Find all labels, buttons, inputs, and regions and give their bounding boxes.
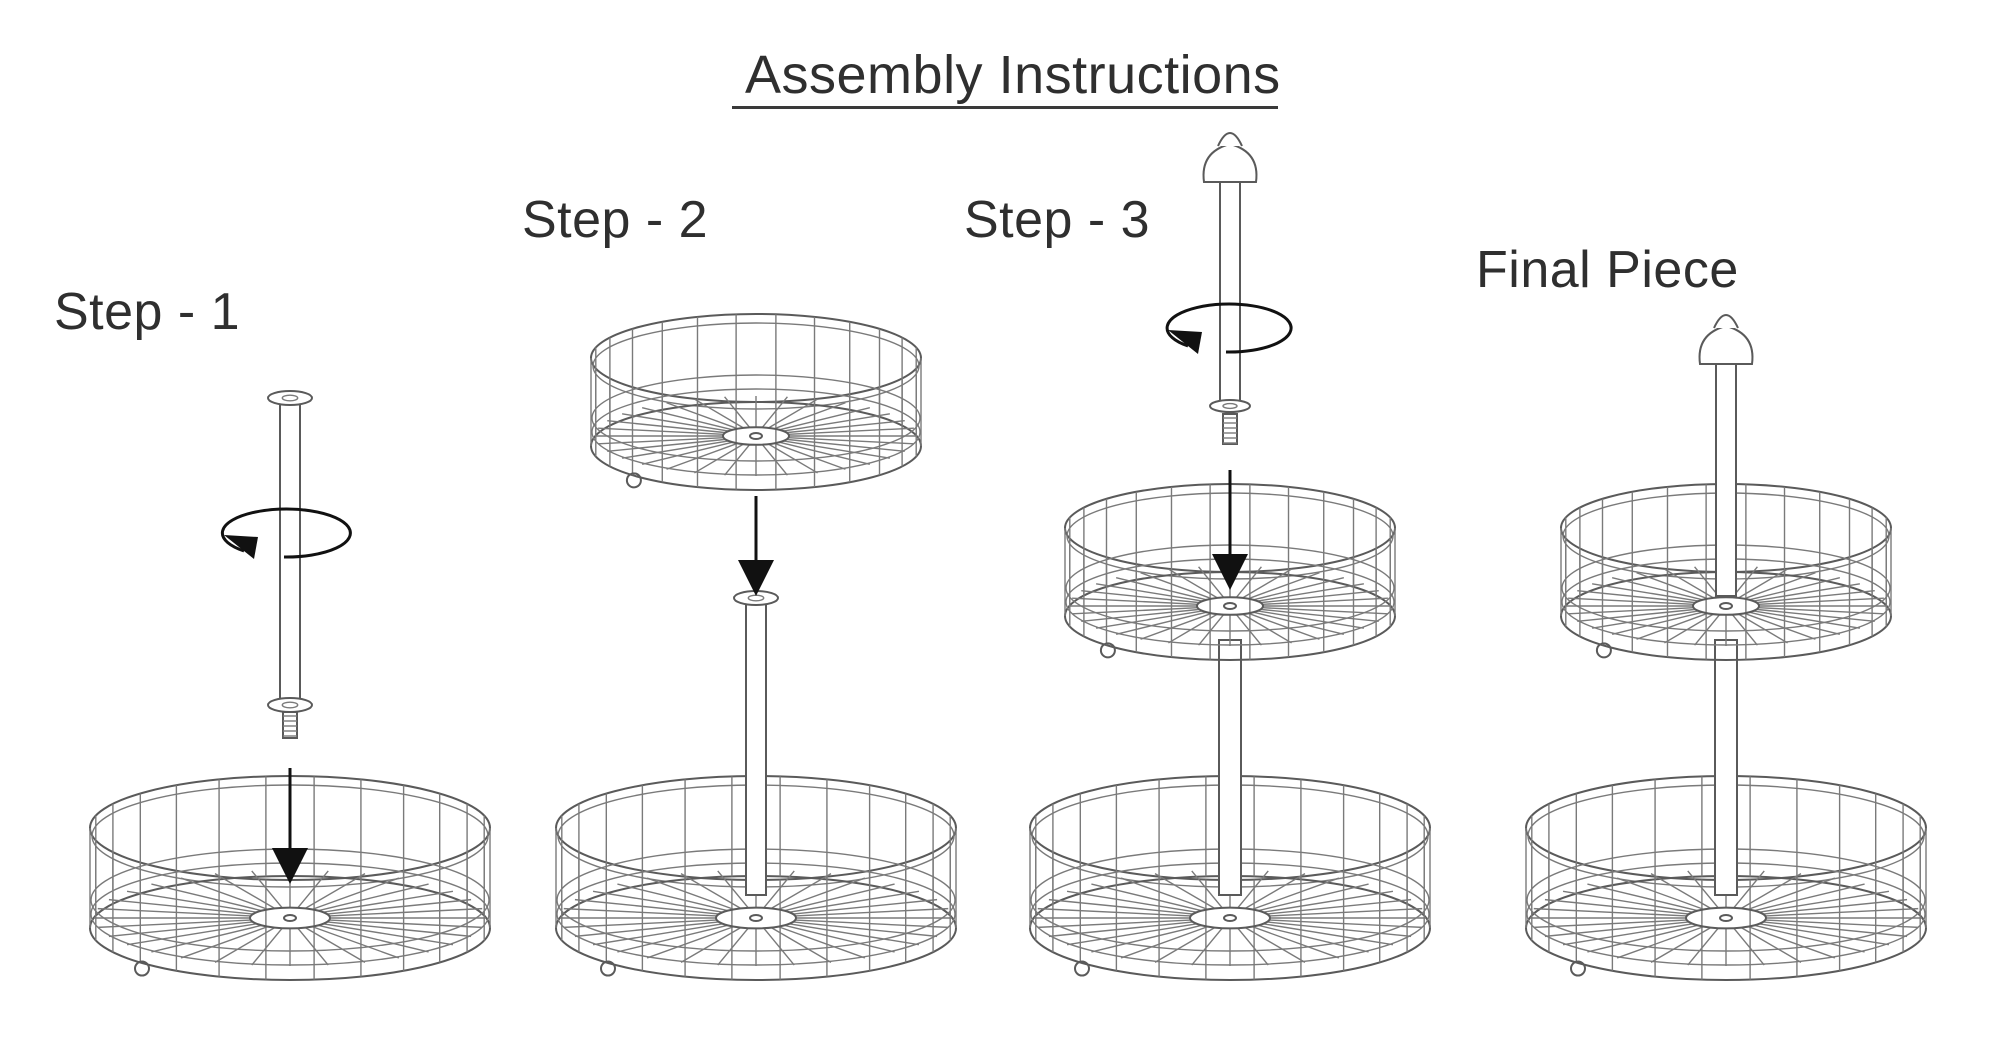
title-underline xyxy=(732,106,1278,109)
pole-final-lower xyxy=(1714,639,1738,896)
step-1-label: Step - 1 xyxy=(54,283,241,341)
step-3-label: Step - 3 xyxy=(964,191,1151,249)
rotate-arrow-icon xyxy=(1165,302,1293,354)
pole-final-upper xyxy=(1715,361,1737,597)
pole-step3-upper xyxy=(1219,179,1241,405)
pole-step1 xyxy=(279,397,301,706)
basket-step2-bottom xyxy=(555,775,957,981)
finial xyxy=(1202,132,1258,183)
basket-step2-top xyxy=(590,313,922,491)
rotate-arrow-icon xyxy=(220,507,352,559)
basket-step3-bottom xyxy=(1029,775,1431,981)
page-title: Assembly Instructions xyxy=(745,45,1281,105)
pole-step3-lower xyxy=(1218,639,1242,896)
pole-step2 xyxy=(745,597,767,896)
final-piece-label: Final Piece xyxy=(1476,241,1739,299)
finial xyxy=(1698,314,1754,365)
step-2-label: Step - 2 xyxy=(522,191,709,249)
